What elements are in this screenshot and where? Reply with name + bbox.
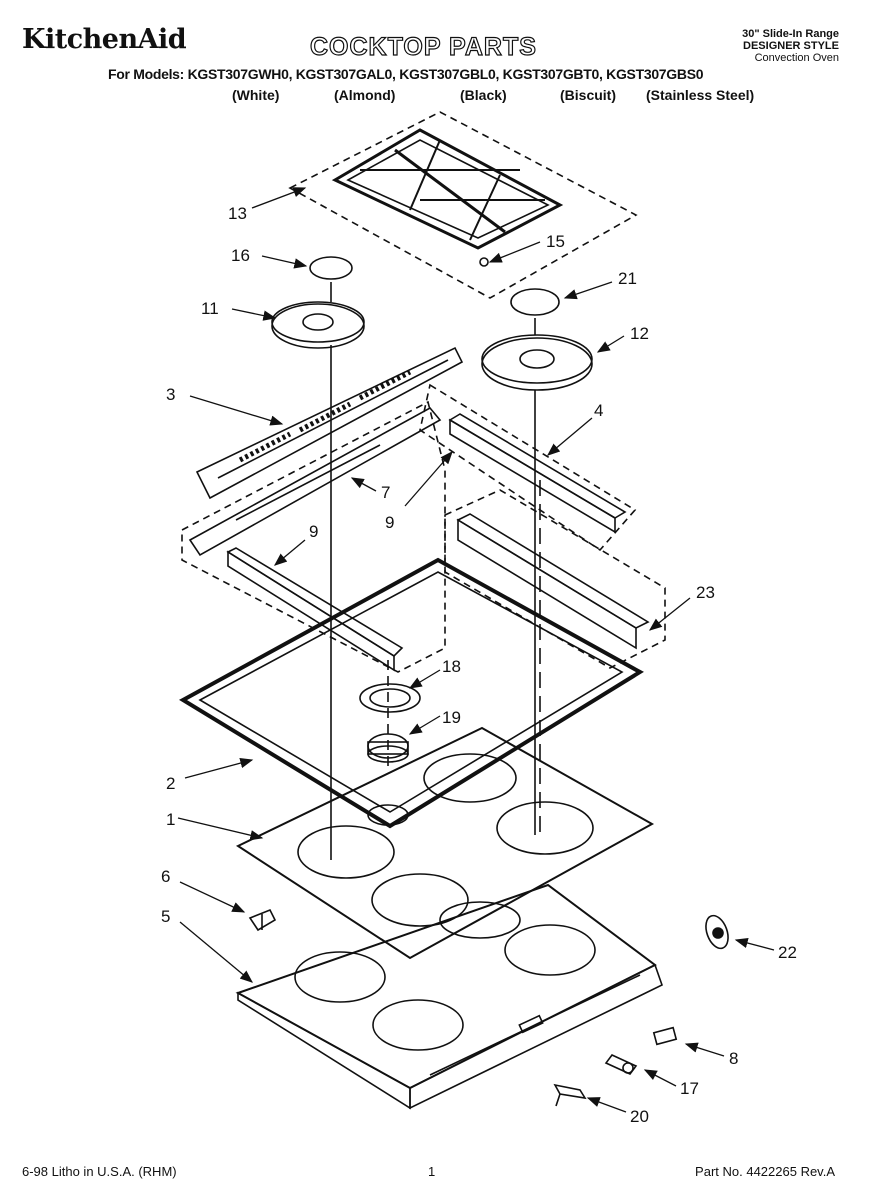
range-info: 30" Slide-In Range DESIGNER STYLE Convec…	[742, 28, 839, 64]
leader-11	[231, 308, 277, 321]
leader-9a	[404, 451, 453, 507]
callout-20: 20	[630, 1107, 649, 1126]
color-stainless: (Stainless Steel)	[646, 87, 755, 103]
leader-9b	[274, 539, 306, 566]
footer-page-number: 1	[428, 1164, 436, 1179]
callout-12: 12	[630, 324, 649, 343]
front-trim-dashed-box	[444, 489, 666, 669]
burner-cap-left	[309, 256, 353, 280]
side-rail-right	[448, 413, 627, 534]
callout-5: 5	[161, 907, 170, 926]
igniter	[604, 1054, 638, 1075]
burner-ring	[359, 683, 421, 713]
leader-1	[177, 817, 264, 841]
callout-15: 15	[546, 232, 565, 251]
callout-1: 1	[166, 810, 175, 829]
vent-trim	[195, 346, 464, 500]
color-almond: (Almond)	[334, 87, 396, 103]
control-knob-part	[705, 914, 729, 950]
bracket	[248, 908, 277, 932]
leader-19	[408, 715, 441, 735]
callout-17: 17	[680, 1079, 699, 1098]
burner-cap-right	[510, 288, 560, 316]
leader-17	[643, 1069, 677, 1087]
callout-8: 8	[729, 1049, 738, 1068]
leader-21	[563, 281, 613, 300]
callout-9-right: 9	[385, 513, 394, 532]
footer-part-number: Part No. 4422265 Rev.A	[695, 1164, 835, 1179]
callout-13: 13	[228, 204, 247, 223]
leader-20	[586, 1097, 627, 1113]
side-rail-left	[226, 547, 404, 672]
leader-23	[648, 597, 691, 631]
leader-6	[179, 881, 246, 913]
switch	[652, 1026, 678, 1046]
callout-11: 11	[201, 299, 219, 318]
range-type: 30" Slide-In Range	[742, 28, 839, 40]
models-line: For Models: KGST307GWH0, KGST307GAL0, KG…	[108, 66, 704, 82]
burner-head	[367, 733, 409, 763]
grate-dashed-box	[288, 111, 638, 299]
callout-22: 22	[778, 943, 797, 962]
burner-base-left	[271, 301, 365, 349]
leader-13	[251, 187, 307, 209]
color-white: (White)	[232, 87, 280, 103]
left-rail	[188, 406, 442, 557]
leader-3	[189, 395, 284, 426]
leader-7	[350, 477, 377, 492]
leader-16	[261, 255, 308, 269]
gasket-frame	[179, 557, 644, 829]
leader-2	[184, 758, 254, 779]
callout-23: 23	[696, 583, 715, 602]
brand-logo: KitchenAid	[22, 24, 187, 55]
callout-19: 19	[442, 708, 461, 727]
leader-22	[734, 937, 775, 951]
cooktop-panel	[235, 726, 655, 960]
callout-9-left: 9	[309, 522, 318, 541]
cooktop-tray	[235, 883, 663, 1110]
callout-18: 18	[442, 657, 461, 676]
range-style: DESIGNER STYLE	[743, 40, 839, 52]
burner-grate	[331, 128, 564, 250]
leader-5	[179, 921, 253, 983]
burner-base-right	[481, 334, 593, 391]
leader-8	[684, 1042, 725, 1057]
color-biscuit: (Biscuit)	[560, 87, 616, 103]
callout-7: 7	[381, 483, 390, 502]
callout-16: 16	[231, 246, 250, 265]
callout-4: 4	[594, 401, 603, 420]
leader-4	[547, 417, 593, 456]
callout-21: 21	[618, 269, 637, 288]
callout-2: 2	[166, 774, 175, 793]
callout-6: 6	[161, 867, 170, 886]
leader-12	[596, 335, 625, 353]
valve	[553, 1083, 587, 1107]
right-rail-dashed-box	[419, 383, 637, 552]
grate-foot	[479, 257, 489, 267]
leader-15	[488, 241, 541, 263]
color-black: (Black)	[460, 87, 507, 103]
leader-18	[408, 669, 441, 689]
left-rail-dashed-box	[181, 400, 446, 673]
page-title: COCKTOP PARTS	[309, 32, 537, 61]
callout-3: 3	[166, 385, 175, 404]
range-oven: Convection Oven	[754, 52, 839, 64]
footer-litho: 6-98 Litho in U.S.A. (RHM)	[22, 1164, 177, 1179]
front-trim	[456, 513, 650, 650]
